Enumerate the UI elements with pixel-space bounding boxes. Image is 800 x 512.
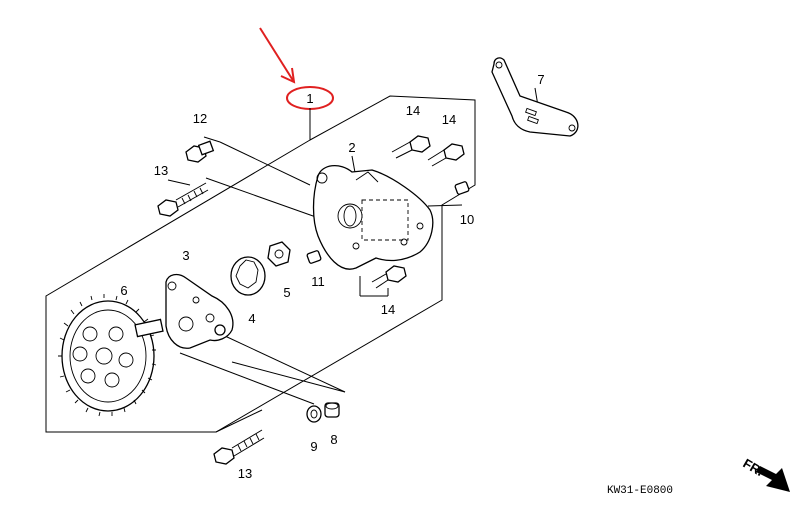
figure-code: KW31-E0800	[607, 485, 673, 497]
callout-6: 6	[120, 283, 127, 298]
callout-2: 2	[348, 140, 355, 155]
pump-body-3	[165, 273, 234, 349]
callout-14-right: 14	[442, 112, 456, 127]
callout-14-left: 14	[406, 103, 420, 118]
callout-8: 8	[330, 432, 337, 447]
bolt-14-bottom	[371, 265, 407, 289]
bolt-12	[185, 140, 215, 163]
callout-10: 10	[460, 212, 474, 227]
callout-4: 4	[248, 311, 255, 326]
callout-12: 12	[193, 111, 207, 126]
leader-lines	[167, 87, 539, 433]
pump-cover-2	[312, 165, 434, 270]
dowel-11	[306, 250, 322, 264]
gear-6	[58, 294, 164, 417]
bolt-13-upper	[157, 182, 209, 217]
callout-5: 5	[283, 285, 290, 300]
bolt-14-right	[427, 143, 465, 167]
bolt-13-lower	[213, 429, 265, 465]
callout-14-bottom: 14	[381, 302, 395, 317]
seal-8	[324, 402, 340, 418]
callout-13-lower: 13	[238, 466, 252, 481]
highlight-arrow	[259, 27, 296, 84]
front-marker-label: FR.	[741, 456, 767, 479]
bracket-7	[491, 57, 579, 137]
bolt-14-left	[391, 135, 431, 159]
callout-3: 3	[182, 248, 189, 263]
callout-7: 7	[537, 72, 544, 87]
callout-1: 1	[306, 91, 313, 106]
dowel-10	[454, 181, 470, 195]
front-direction-arrow-icon	[756, 466, 790, 492]
assembly-outline	[45, 95, 476, 433]
washer-9	[306, 405, 322, 423]
callout-13-upper: 13	[154, 163, 168, 178]
callout-11: 11	[311, 274, 325, 289]
outer-rotor-4	[230, 256, 266, 296]
callout-9: 9	[310, 439, 317, 454]
inner-rotor-5	[267, 241, 291, 267]
